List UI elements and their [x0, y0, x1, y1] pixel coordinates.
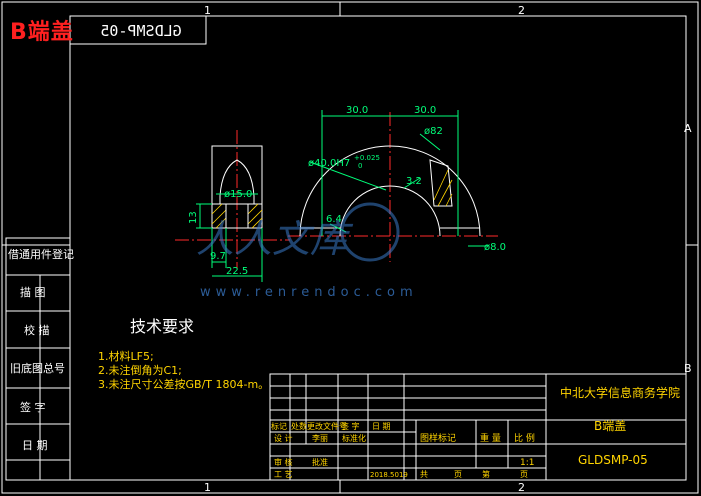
zone-top-1: 1 [204, 4, 211, 17]
tb-sheet-0: 共 [420, 470, 428, 479]
tb-header-1: 处数 [291, 421, 307, 431]
tb-stage-2: 比 例 [514, 432, 535, 444]
tech-item-2: 2.未注倒角为C1; [98, 363, 182, 377]
tech-item-1: 1.材料LF5; [98, 349, 154, 363]
tb-sheet-3: 页 [520, 470, 528, 479]
dim-dia-15: ø15.0 [224, 189, 252, 200]
side-label-table [5, 237, 71, 481]
tb-designer-2: 标准化 [342, 433, 366, 443]
dim-dia-82: ø82 [424, 126, 443, 137]
watermark-logo: 人人文库 [196, 202, 400, 262]
tb-header-2: 更改文件号 [307, 421, 347, 431]
tb-date: 2018.5019 [370, 471, 408, 479]
tb-sheet-1: 页 [454, 470, 462, 479]
mirrored-drawing-code: GLDSMP-05 [100, 22, 182, 40]
side-label-0: 借通用件登记 [8, 247, 74, 261]
tb-designer-1: 李丽 [312, 433, 328, 443]
dim-tol-lower: 0 [358, 162, 362, 170]
front-view [288, 110, 498, 262]
zone-bottom-2: 2 [518, 481, 525, 494]
side-label-5: 日 期 [22, 439, 48, 452]
tb-header-4: 日 期 [372, 422, 391, 431]
dim-chamfer: 6.4 [326, 214, 342, 225]
tb-sheet-2: 第 [482, 469, 490, 479]
tb-school: 中北大学信息商务学院 [560, 385, 680, 400]
tb-stage-1: 重 量 [480, 432, 501, 444]
tech-item-3: 3.未注尺寸公差按GB/T 1804-m。 [98, 377, 269, 391]
tb-scale: 1:1 [520, 458, 534, 468]
side-label-4: 签 字 [20, 400, 46, 414]
dim-roughness: 3.2 [406, 176, 422, 187]
page-title: B端盖 [10, 20, 74, 45]
tb-header-0: 标记 [271, 421, 287, 431]
dim-height-13: 13 [188, 211, 199, 224]
side-section-view [175, 130, 290, 282]
tb-process-0: 工 艺 [274, 470, 293, 479]
dim-dia-40: ø40.0H7 [308, 158, 350, 169]
tb-process-2: 批准 [312, 457, 328, 467]
dim-top-left: 30.0 [346, 105, 368, 116]
watermark-url: www.renrendoc.com [200, 285, 418, 300]
dim-tol-upper: +0.025 [354, 154, 380, 162]
tb-part-name: B端盖 [594, 419, 626, 433]
tb-stage-0: 图样标记 [420, 432, 456, 444]
zone-bottom-1: 1 [204, 481, 211, 494]
dim-top-right: 30.0 [414, 105, 436, 116]
tb-review-0: 审 核 [274, 457, 293, 467]
svg-text:人人文库: 人人文库 [196, 217, 354, 261]
side-label-2: 校 描 [24, 323, 50, 337]
dim-width-9: 9.7 [210, 251, 226, 262]
title-block-grid [269, 373, 687, 481]
tb-header-3: 签 字 [341, 421, 360, 431]
dim-dia-8: ø8.0 [484, 242, 506, 253]
dim-width-22: 22.5 [226, 266, 248, 277]
tb-drawing-code: GLDSMP-05 [578, 453, 648, 467]
tech-heading: 技术要求 [130, 317, 194, 336]
zone-right-a: A [684, 122, 692, 135]
side-label-1: 描 图 [20, 285, 46, 299]
drawing-code-box [69, 15, 207, 45]
zone-right-b: B [684, 362, 692, 375]
zone-top-2: 2 [518, 4, 525, 17]
side-label-3: 旧底图总号 [10, 361, 65, 375]
tb-designer-0: 设 计 [274, 433, 293, 443]
